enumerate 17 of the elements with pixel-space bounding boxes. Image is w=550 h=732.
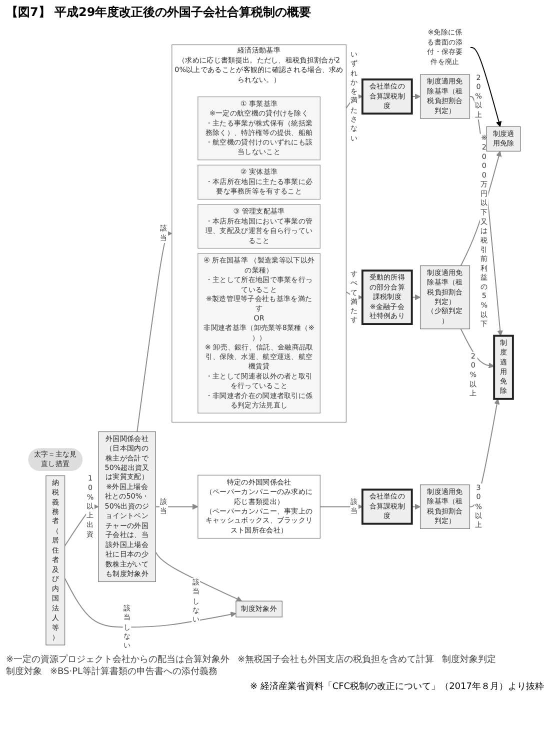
arrow (412, 294, 422, 300)
arrow (156, 552, 243, 602)
arrow (137, 230, 173, 432)
arrow (320, 504, 364, 510)
note-text: 制度対象判定 (442, 655, 496, 667)
arrow (412, 504, 422, 510)
arrow (460, 328, 495, 368)
arrow (64, 578, 237, 628)
note-text: 制度対象 (6, 666, 42, 678)
diagram-title: 【図7】 平成29年度改正後の外国子会社合算税制の概要 (6, 4, 312, 21)
arrow (412, 94, 422, 100)
note-text: ※無税国子会社も外国支店の税負担を含めて計算 (238, 655, 434, 667)
note-text: ※一定の資源プロジェクト会社からの配当は合算対象外 (6, 655, 230, 666)
arrow (470, 47, 502, 127)
note-text: ※BS·PL等計算書類の申告書への添付義務 (50, 666, 218, 678)
source-caption: ※ 経済産業省資料「CFC税制の改正について」（2017年８月）より抜粋 (248, 680, 544, 694)
arrow (156, 504, 199, 510)
